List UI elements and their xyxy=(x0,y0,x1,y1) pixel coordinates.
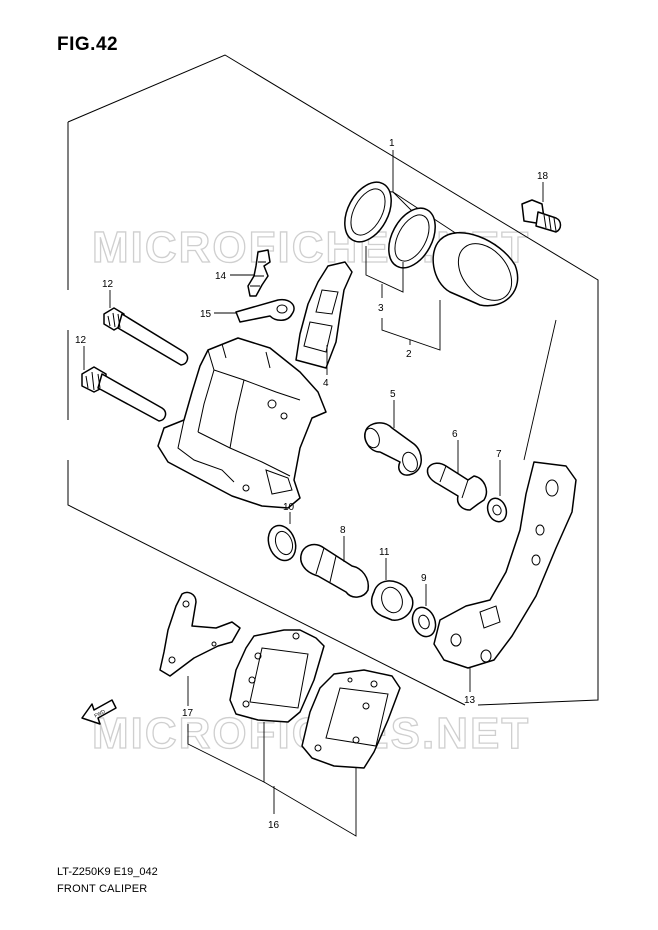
callout-4: 4 xyxy=(323,378,329,389)
callout-17: 17 xyxy=(182,708,194,719)
caliper-pin-8 xyxy=(300,543,370,598)
callout-11: 11 xyxy=(379,547,390,558)
callout-15: 15 xyxy=(200,309,212,320)
caliper-body xyxy=(157,337,327,509)
callout-8: 8 xyxy=(340,525,346,536)
callout-1: 1 xyxy=(389,138,395,149)
caliper-pin-lower xyxy=(81,366,167,422)
assembly-frame xyxy=(67,54,599,706)
pad-shim-plate xyxy=(159,591,241,677)
callout-9: 9 xyxy=(421,573,427,584)
bleeder-valve xyxy=(247,249,271,297)
forward-arrow-icon: FWD xyxy=(81,699,117,725)
callout-2: 2 xyxy=(406,349,412,360)
callout-14: 14 xyxy=(215,271,227,282)
fwd-label: FWD xyxy=(94,709,107,720)
caliper-bracket xyxy=(433,461,577,669)
model-code: LT-Z250K9 E19_042 xyxy=(57,866,158,878)
pin-seal-10 xyxy=(267,524,297,562)
callout-13: 13 xyxy=(464,695,476,706)
brake-pad-outer xyxy=(301,669,401,769)
callout-12-lower: 12 xyxy=(75,335,87,346)
piston-seal-2 xyxy=(388,207,436,269)
slide-pin-boot xyxy=(364,422,422,476)
pad-spring xyxy=(295,261,353,369)
slide-boot-11 xyxy=(370,580,414,621)
brake-pad-inner xyxy=(229,629,325,723)
washer-9 xyxy=(411,606,437,638)
leader-parts-16-17 xyxy=(187,722,357,837)
callout-7: 7 xyxy=(496,449,502,460)
slide-pin xyxy=(426,462,488,511)
figure-caption: FRONT CALIPER xyxy=(57,883,148,895)
callout-12-upper: 12 xyxy=(102,279,114,290)
callout-5: 5 xyxy=(390,389,396,400)
washer-7 xyxy=(486,497,508,523)
caliper-pin-upper xyxy=(103,307,189,366)
mounting-bolt xyxy=(521,199,562,233)
callout-6: 6 xyxy=(452,429,458,440)
bleeder-cap xyxy=(235,298,295,323)
callout-18: 18 xyxy=(537,171,549,182)
figure-title: FIG.42 xyxy=(57,34,119,55)
leader-parts-2-3 xyxy=(365,246,441,351)
caliper-piston xyxy=(432,231,519,307)
callout-16: 16 xyxy=(268,820,280,831)
callout-3: 3 xyxy=(378,303,384,314)
callout-10: 10 xyxy=(283,502,295,513)
piston-seal-1 xyxy=(344,181,392,243)
